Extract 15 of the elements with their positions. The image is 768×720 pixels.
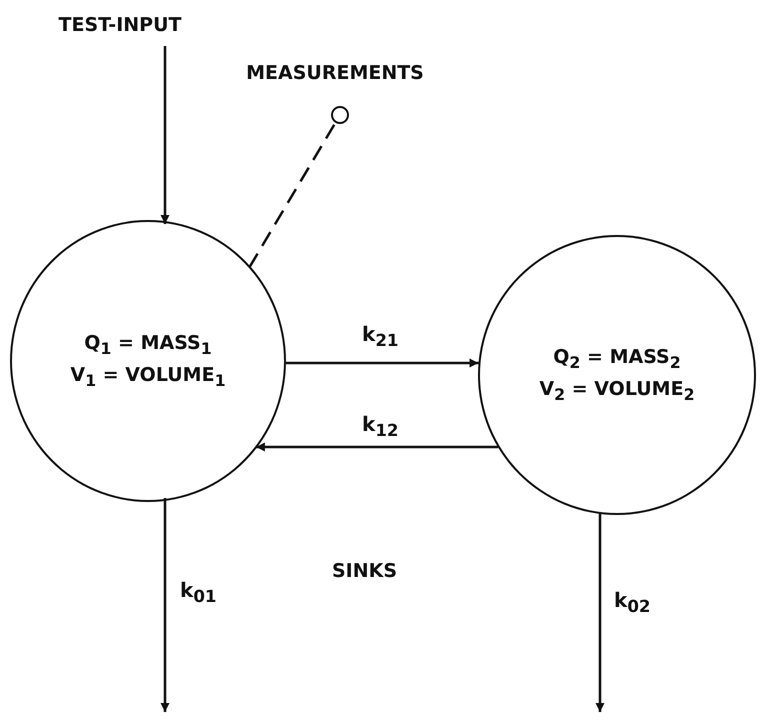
compartment-circle [10, 220, 286, 502]
arrow [160, 46, 170, 224]
compartment-label: Q$_{2}$ = MASS$_{2}$ [553, 345, 681, 374]
compartment-label: V$_{2}$ = VOLUME$_{2}$ [539, 377, 695, 406]
dashed-line [248, 122, 336, 268]
arrow [160, 498, 170, 712]
compartment-label: V$_{1}$ = VOLUME$_{1}$ [70, 363, 226, 392]
arrow [596, 512, 604, 712]
arrow [256, 442, 498, 452]
measurement-point-circle [331, 106, 349, 124]
compartment-circle [478, 235, 756, 515]
arrow [286, 358, 479, 368]
node-label: TEST-INPUT [58, 12, 182, 38]
compartment-label: Q$_{1}$ = MASS$_{1}$ [84, 331, 212, 360]
node-label: MEASUREMENTS [246, 60, 424, 86]
